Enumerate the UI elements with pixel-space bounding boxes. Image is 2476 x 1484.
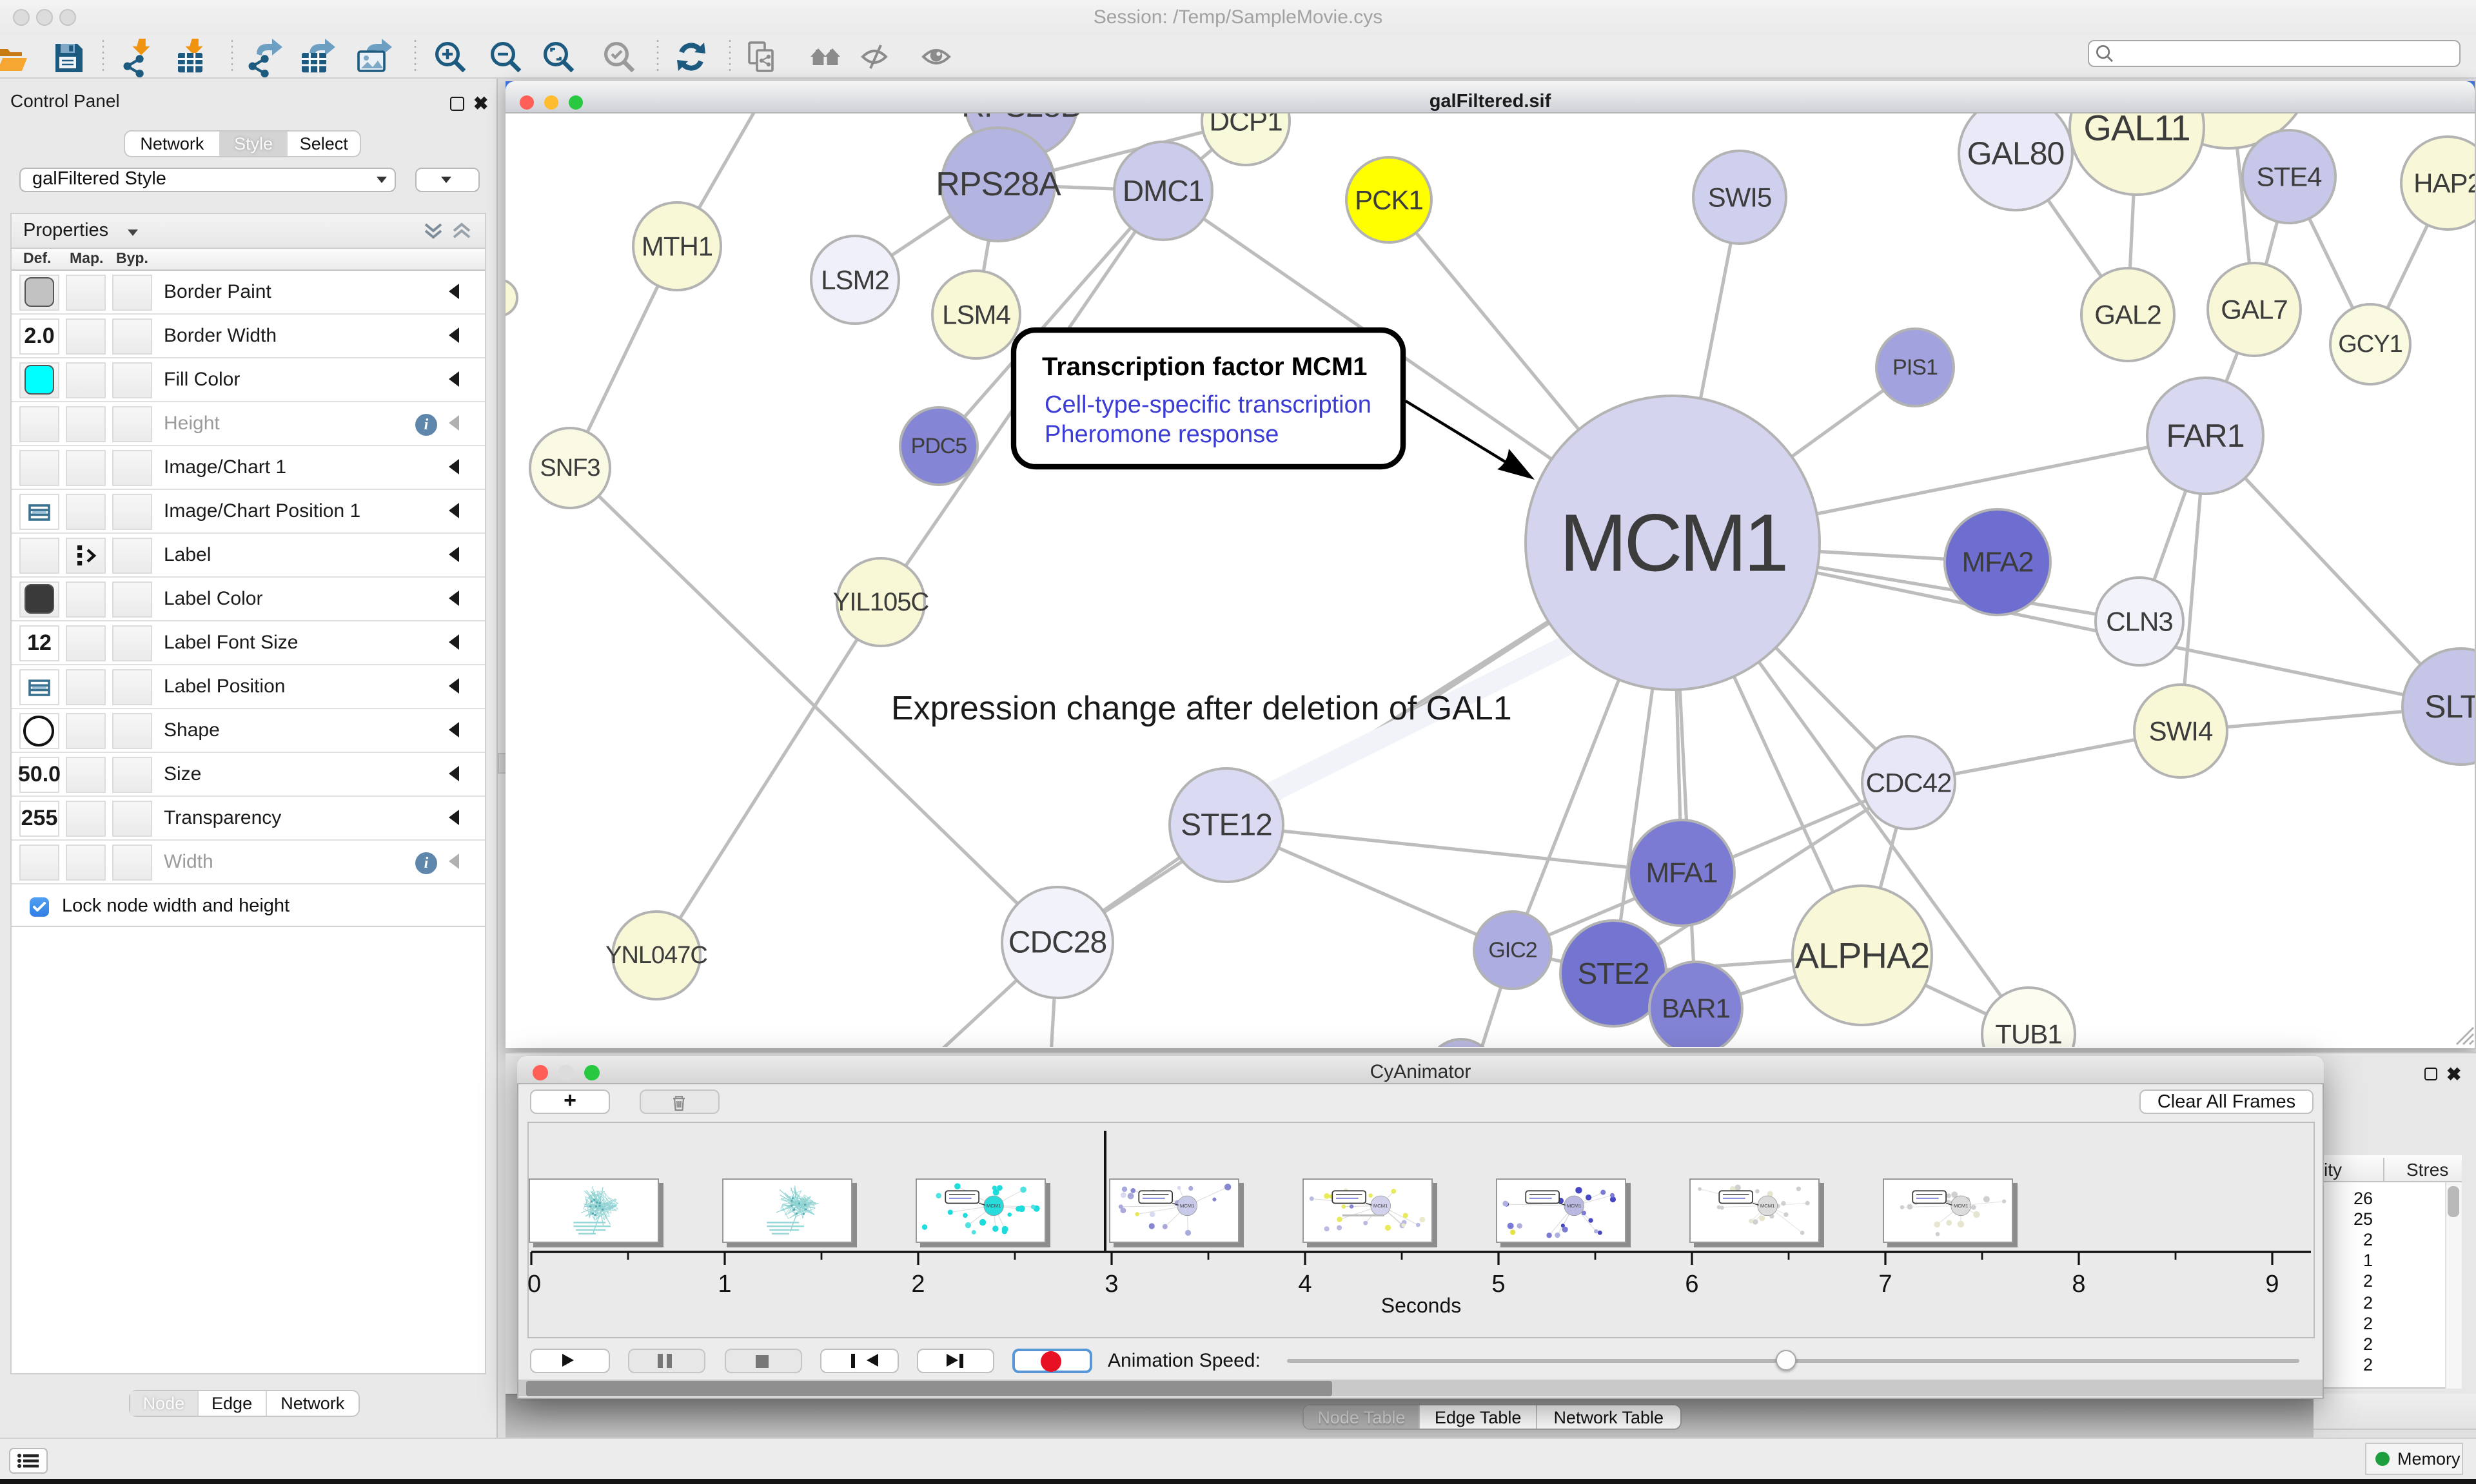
svg-text:MTH1: MTH1: [642, 231, 712, 262]
svg-text:5: 5: [1491, 1271, 1505, 1297]
svg-text:Expression change after deleti: Expression change after deletion of GAL1: [891, 690, 1512, 727]
svg-text:GCY1: GCY1: [2338, 331, 2402, 358]
svg-text:STE2: STE2: [1577, 957, 1649, 990]
svg-text:RPS28B: RPS28B: [961, 113, 1081, 124]
svg-text:STE12: STE12: [1181, 808, 1272, 843]
svg-text:0: 0: [527, 1271, 541, 1297]
svg-text:MCM1: MCM1: [1373, 1203, 1388, 1209]
svg-text:CDC42: CDC42: [1866, 768, 1952, 798]
svg-text:RPS28A: RPS28A: [936, 166, 1061, 203]
svg-text:MFA2: MFA2: [1962, 547, 2034, 578]
svg-text:YIL105C: YIL105C: [833, 588, 929, 616]
svg-text:GAL7: GAL7: [2221, 295, 2287, 325]
svg-text:GIC2: GIC2: [1488, 938, 1537, 962]
svg-text:1: 1: [718, 1271, 731, 1297]
svg-text:SWI5: SWI5: [1708, 182, 1772, 213]
svg-text:Transcription factor MCM1: Transcription factor MCM1: [1042, 353, 1368, 381]
svg-text:DMC1: DMC1: [1123, 174, 1204, 208]
svg-text:MCM1: MCM1: [1567, 1203, 1582, 1209]
svg-text:MFA1: MFA1: [1646, 857, 1718, 889]
svg-text:LSM4: LSM4: [942, 300, 1010, 330]
svg-text:CLN3: CLN3: [2106, 607, 2172, 637]
svg-text:GAL2: GAL2: [2094, 300, 2161, 330]
svg-text:ALPHA2: ALPHA2: [1795, 935, 1930, 976]
svg-text:GAL11: GAL11: [2083, 113, 2190, 148]
svg-text:YNL047C: YNL047C: [605, 942, 707, 969]
svg-text:2: 2: [911, 1271, 925, 1297]
svg-text:BAR1: BAR1: [1662, 993, 1730, 1024]
svg-text:PIS1: PIS1: [1892, 355, 1938, 380]
svg-text:6: 6: [1685, 1271, 1698, 1297]
svg-text:4: 4: [1298, 1271, 1312, 1297]
svg-text:PDC5: PDC5: [911, 434, 967, 458]
svg-text:DCP1: DCP1: [1209, 113, 1282, 137]
svg-text:Pheromone response: Pheromone response: [1045, 421, 1279, 448]
svg-text:LSM2: LSM2: [821, 265, 889, 295]
svg-text:8: 8: [2072, 1271, 2085, 1297]
svg-text:9: 9: [2265, 1271, 2279, 1297]
svg-text:SWI4: SWI4: [2149, 716, 2213, 747]
svg-text:STE4: STE4: [2256, 162, 2322, 192]
svg-text:CDC28: CDC28: [1008, 926, 1106, 960]
svg-text:FAR1: FAR1: [2166, 418, 2244, 454]
svg-text:HAP2: HAP2: [2413, 168, 2475, 199]
svg-text:SNF3: SNF3: [540, 454, 600, 482]
svg-text:3: 3: [1105, 1271, 1118, 1297]
svg-text:Cell-type-specific transcripti: Cell-type-specific transcription: [1045, 391, 1371, 418]
svg-text:MCM1: MCM1: [1760, 1203, 1775, 1209]
svg-text:MCM1: MCM1: [987, 1203, 1001, 1209]
svg-text:MCM1: MCM1: [1180, 1203, 1195, 1209]
svg-text:GAL80: GAL80: [1967, 135, 2065, 171]
svg-text:7: 7: [1878, 1271, 1892, 1297]
svg-text:TUB1: TUB1: [1995, 1019, 2061, 1048]
svg-text:MCM1: MCM1: [1954, 1203, 1969, 1209]
svg-text:SLT2: SLT2: [2424, 688, 2475, 725]
svg-text:PCK1: PCK1: [1355, 185, 1423, 215]
svg-text:MCM1: MCM1: [1560, 498, 1786, 589]
